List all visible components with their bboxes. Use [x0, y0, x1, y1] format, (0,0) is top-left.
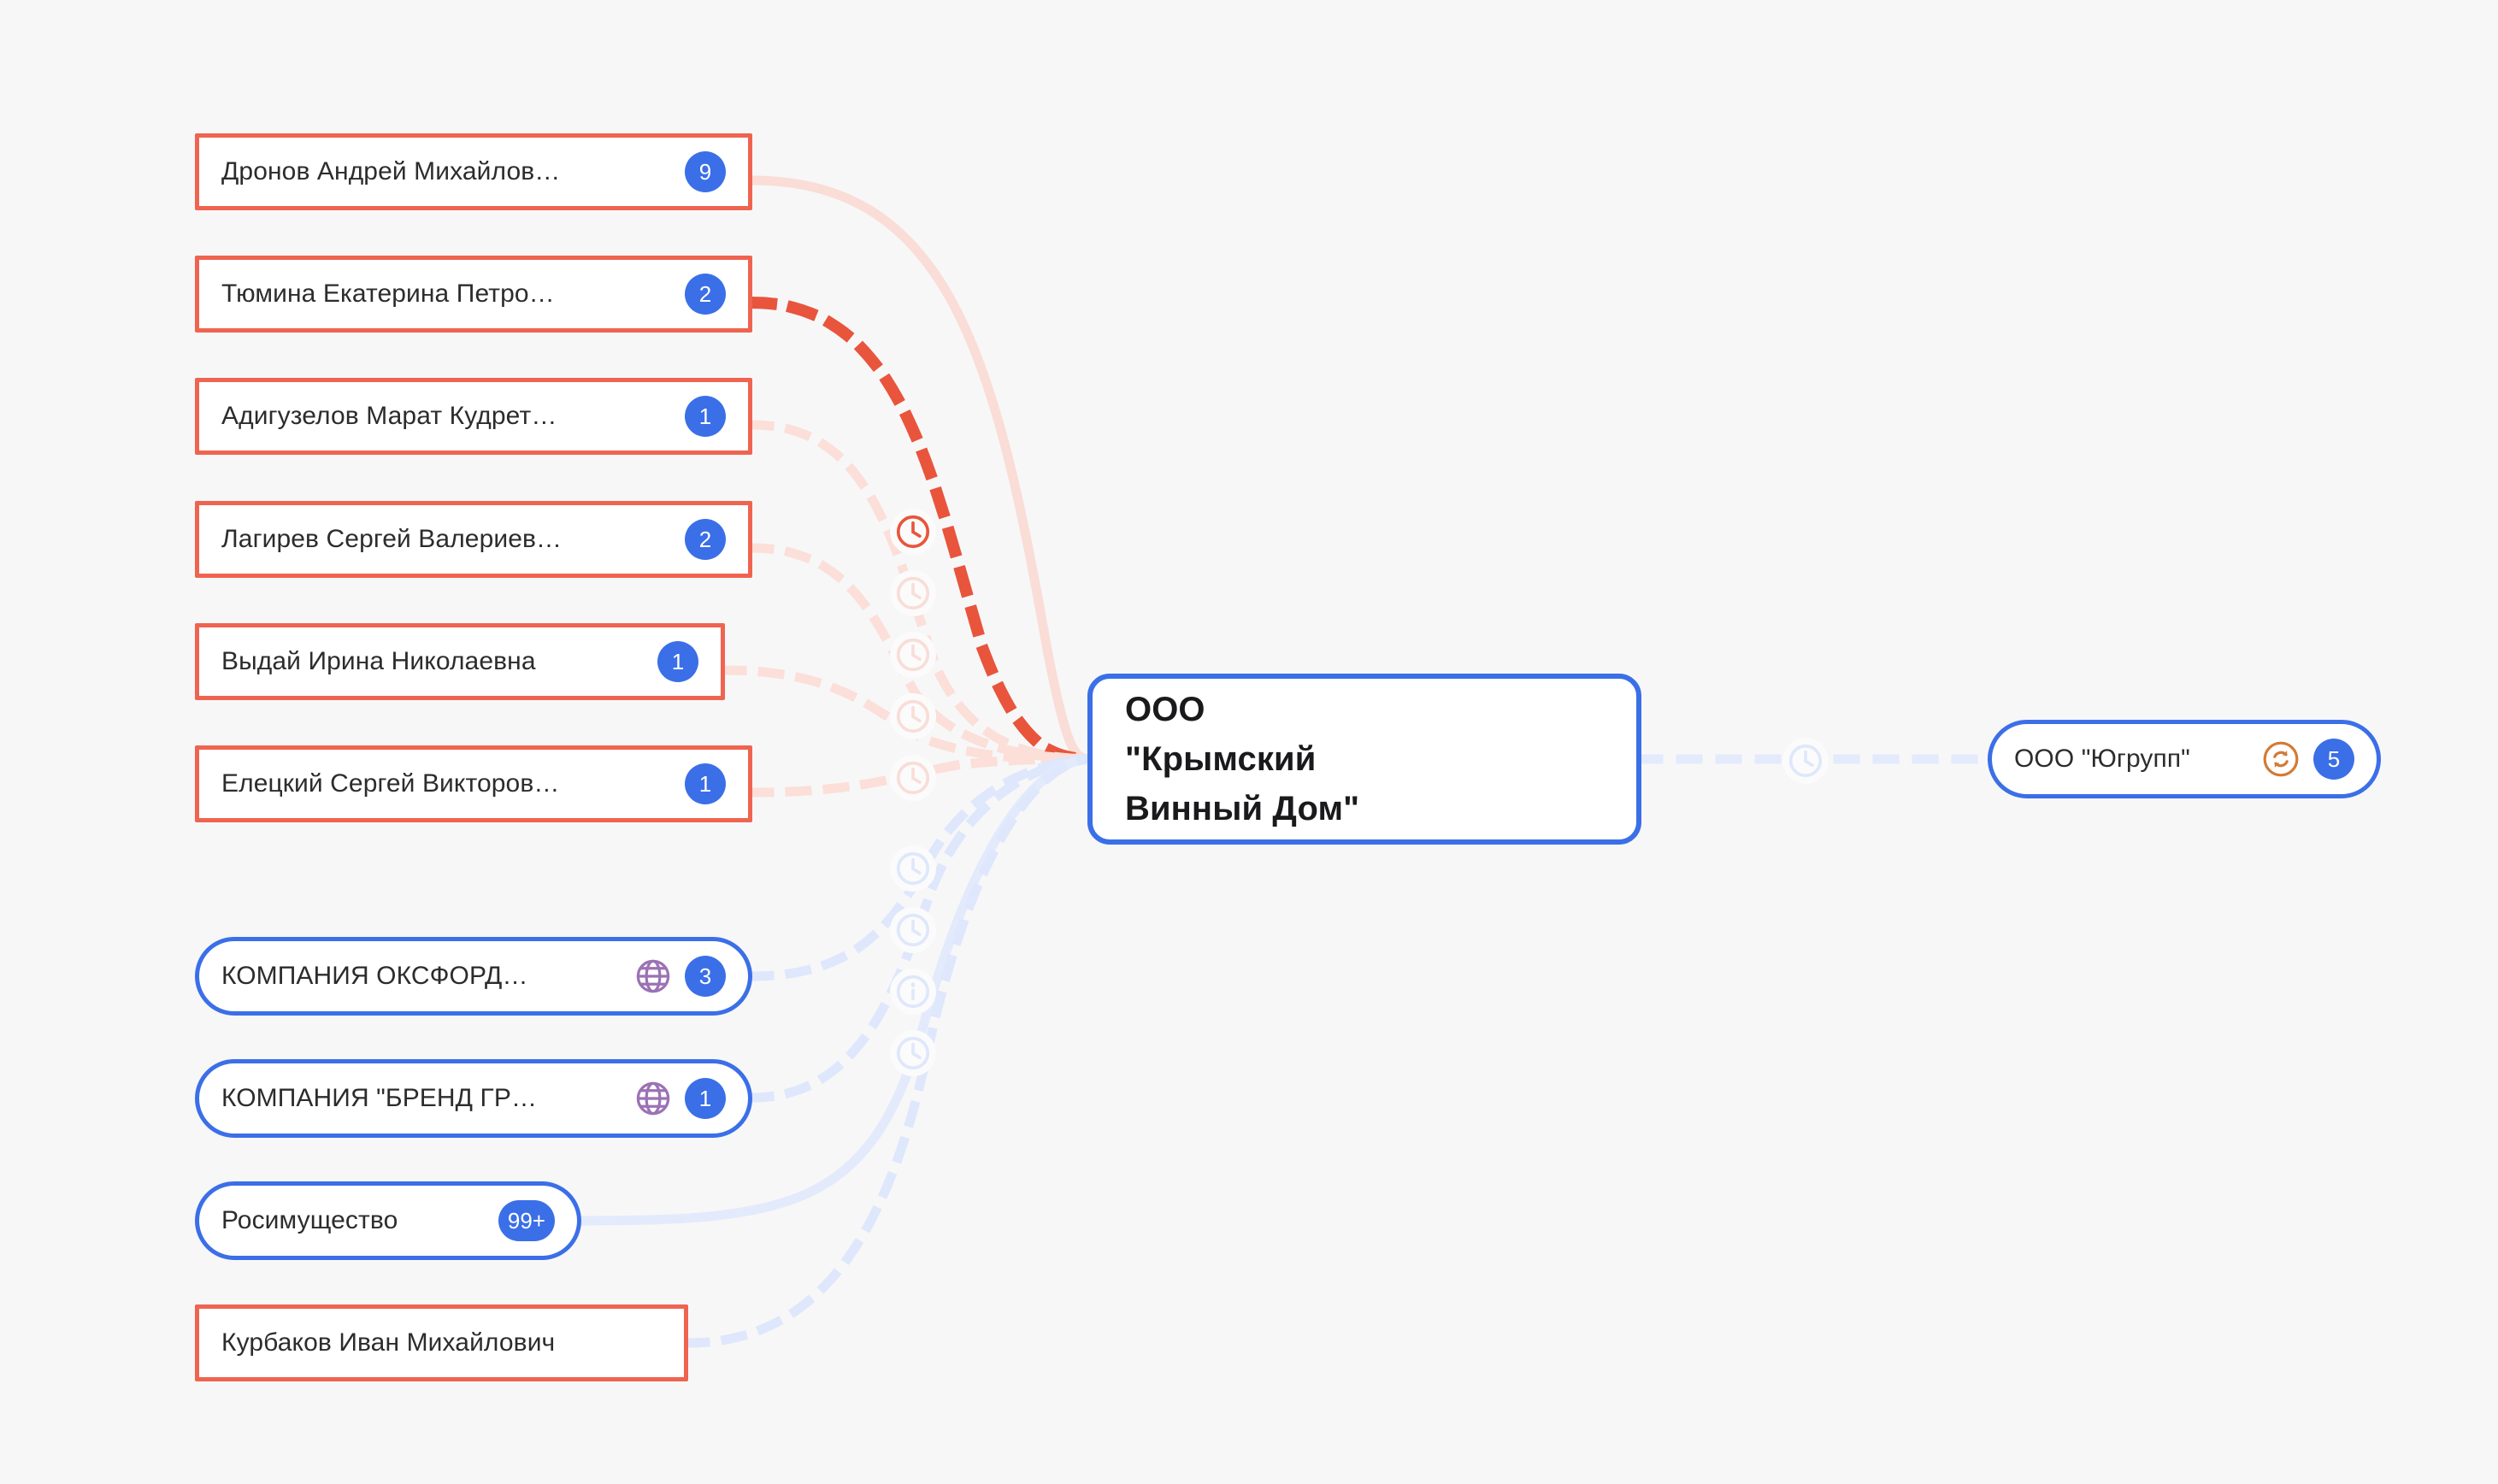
count-badge: 5 — [2313, 739, 2354, 780]
node-person-vyday[interactable]: Выдай Ирина Николаевна 1 — [195, 623, 725, 700]
edge-marker-clock-faded[interactable] — [890, 632, 936, 678]
edge-marker-clock-faded[interactable] — [1782, 738, 1829, 784]
count-badge: 2 — [685, 519, 726, 560]
node-org-yugrupp[interactable]: ООО "Югрупп" 5 — [1988, 720, 2381, 798]
count-badge: 1 — [685, 1078, 726, 1119]
globe-icon — [633, 1079, 673, 1118]
edge-marker-clock-active[interactable] — [890, 509, 936, 555]
node-label: Выдай Ирина Николаевна — [221, 647, 536, 675]
edge-marker-clock-faded[interactable] — [890, 755, 936, 801]
node-org-rosimushchestvo[interactable]: Росимущество 99+ — [195, 1181, 581, 1260]
sync-icon — [2260, 739, 2301, 780]
node-label: Тюмина Екатерина Петро… — [221, 280, 555, 308]
count-badge: 1 — [685, 396, 726, 437]
node-label: КОМПАНИЯ "БРЕНД ГР… — [221, 1084, 538, 1112]
edge-marker-clock-faded[interactable] — [890, 570, 936, 616]
count-badge: 1 — [657, 641, 698, 682]
edge-marker-clock-faded[interactable] — [890, 693, 936, 739]
globe-icon — [633, 957, 673, 996]
node-person-dronov[interactable]: Дронов Андрей Михайлов… 9 — [195, 133, 752, 210]
count-badge: 1 — [685, 763, 726, 804]
node-label: Росимущество — [221, 1206, 398, 1234]
node-label: Дронов Андрей Михайлов… — [221, 157, 561, 186]
edge-marker-clock-faded[interactable] — [890, 845, 936, 892]
node-label: КОМПАНИЯ ОКСФОРД… — [221, 962, 528, 990]
node-root-company[interactable]: ООО "Крымский Винный Дом" — [1087, 674, 1641, 845]
node-person-lagirev[interactable]: Лагирев Сергей Валериев… 2 — [195, 501, 752, 578]
node-person-adiguzelov[interactable]: Адигузелов Марат Кудрет… 1 — [195, 378, 752, 455]
count-badge: 9 — [685, 151, 726, 192]
count-badge: 2 — [685, 274, 726, 315]
node-label: Адигузелов Марат Кудрет… — [221, 402, 557, 430]
node-org-oksford[interactable]: КОМПАНИЯ ОКСФОРД… 3 — [195, 937, 752, 1016]
count-badge: 3 — [685, 956, 726, 997]
node-label: Лагирев Сергей Валериев… — [221, 525, 563, 553]
node-label: Курбаков Иван Михайлович — [221, 1328, 556, 1357]
node-person-eletskiy[interactable]: Елецкий Сергей Викторов… 1 — [195, 745, 752, 822]
node-org-brend-gr[interactable]: КОМПАНИЯ "БРЕНД ГР… 1 — [195, 1059, 752, 1138]
node-person-kurbakov[interactable]: Курбаков Иван Михайлович — [195, 1304, 688, 1381]
edge-marker-clock-faded[interactable] — [890, 907, 936, 953]
root-node-label: ООО "Крымский Винный Дом" — [1125, 691, 1360, 827]
count-badge: 99+ — [498, 1200, 555, 1241]
edge-marker-info-faded[interactable] — [890, 969, 936, 1015]
node-label: Елецкий Сергей Викторов… — [221, 769, 560, 798]
node-label: ООО "Югрупп" — [2014, 745, 2190, 773]
node-person-tyumina[interactable]: Тюмина Екатерина Петро… 2 — [195, 256, 752, 333]
edge-marker-clock-faded[interactable] — [890, 1030, 936, 1076]
